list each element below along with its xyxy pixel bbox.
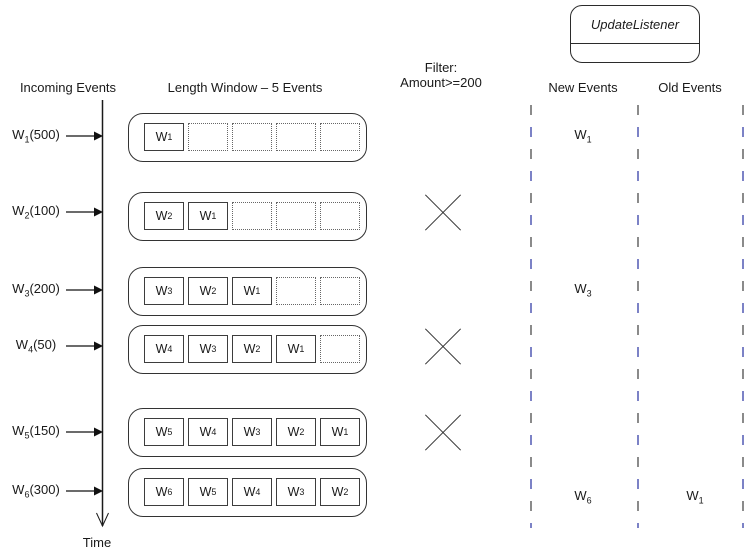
time-axis-label: Time [82, 535, 112, 550]
new-event-label: W3 [574, 281, 592, 299]
incoming-event-label: W2(100) [12, 203, 60, 221]
window-empty-slot [276, 123, 316, 151]
incoming-arrowhead [94, 131, 103, 141]
incoming-event-label: W4(50) [15, 337, 57, 355]
window-empty-slot [232, 202, 272, 230]
filter-reject-x [425, 194, 461, 230]
filter-reject-x [425, 414, 461, 450]
incoming-event-label: W6(300) [12, 482, 60, 500]
incoming-event-label: W5(150) [12, 423, 60, 441]
incoming-arrowhead [94, 207, 103, 217]
header-filter-line2: Amount>=200 [400, 75, 482, 90]
time-axis-arrowhead [96, 512, 109, 528]
new-event-label: W1 [574, 127, 592, 145]
window-empty-slot [320, 123, 360, 151]
window-empty-slot [232, 123, 272, 151]
header-incoming-events: Incoming Events [19, 80, 117, 95]
new-event-label: W6 [574, 488, 592, 506]
header-filter: Filter: Amount>=200 [391, 60, 491, 90]
window-empty-slot [276, 277, 316, 305]
incoming-arrowhead [94, 341, 103, 351]
old-event-label: W1 [686, 488, 704, 506]
header-new-events: New Events [548, 80, 618, 95]
update-listener-box: UpdateListener [570, 5, 700, 63]
header-filter-line1: Filter: [424, 60, 458, 75]
header-length-window: Length Window – 5 Events [167, 80, 323, 95]
incoming-arrowhead [94, 427, 103, 437]
incoming-event-label: W3(200) [12, 281, 60, 299]
incoming-event-label: W1(500) [12, 127, 60, 145]
window-empty-slot [320, 202, 360, 230]
window-empty-slot [276, 202, 316, 230]
update-listener-title: UpdateListener [571, 6, 699, 44]
incoming-arrowhead [94, 486, 103, 496]
filter-reject-x [425, 328, 461, 364]
header-old-events: Old Events [658, 80, 722, 95]
incoming-arrowhead [94, 285, 103, 295]
window-empty-slot [320, 277, 360, 305]
window-empty-slot [188, 123, 228, 151]
window-empty-slot [320, 335, 360, 363]
